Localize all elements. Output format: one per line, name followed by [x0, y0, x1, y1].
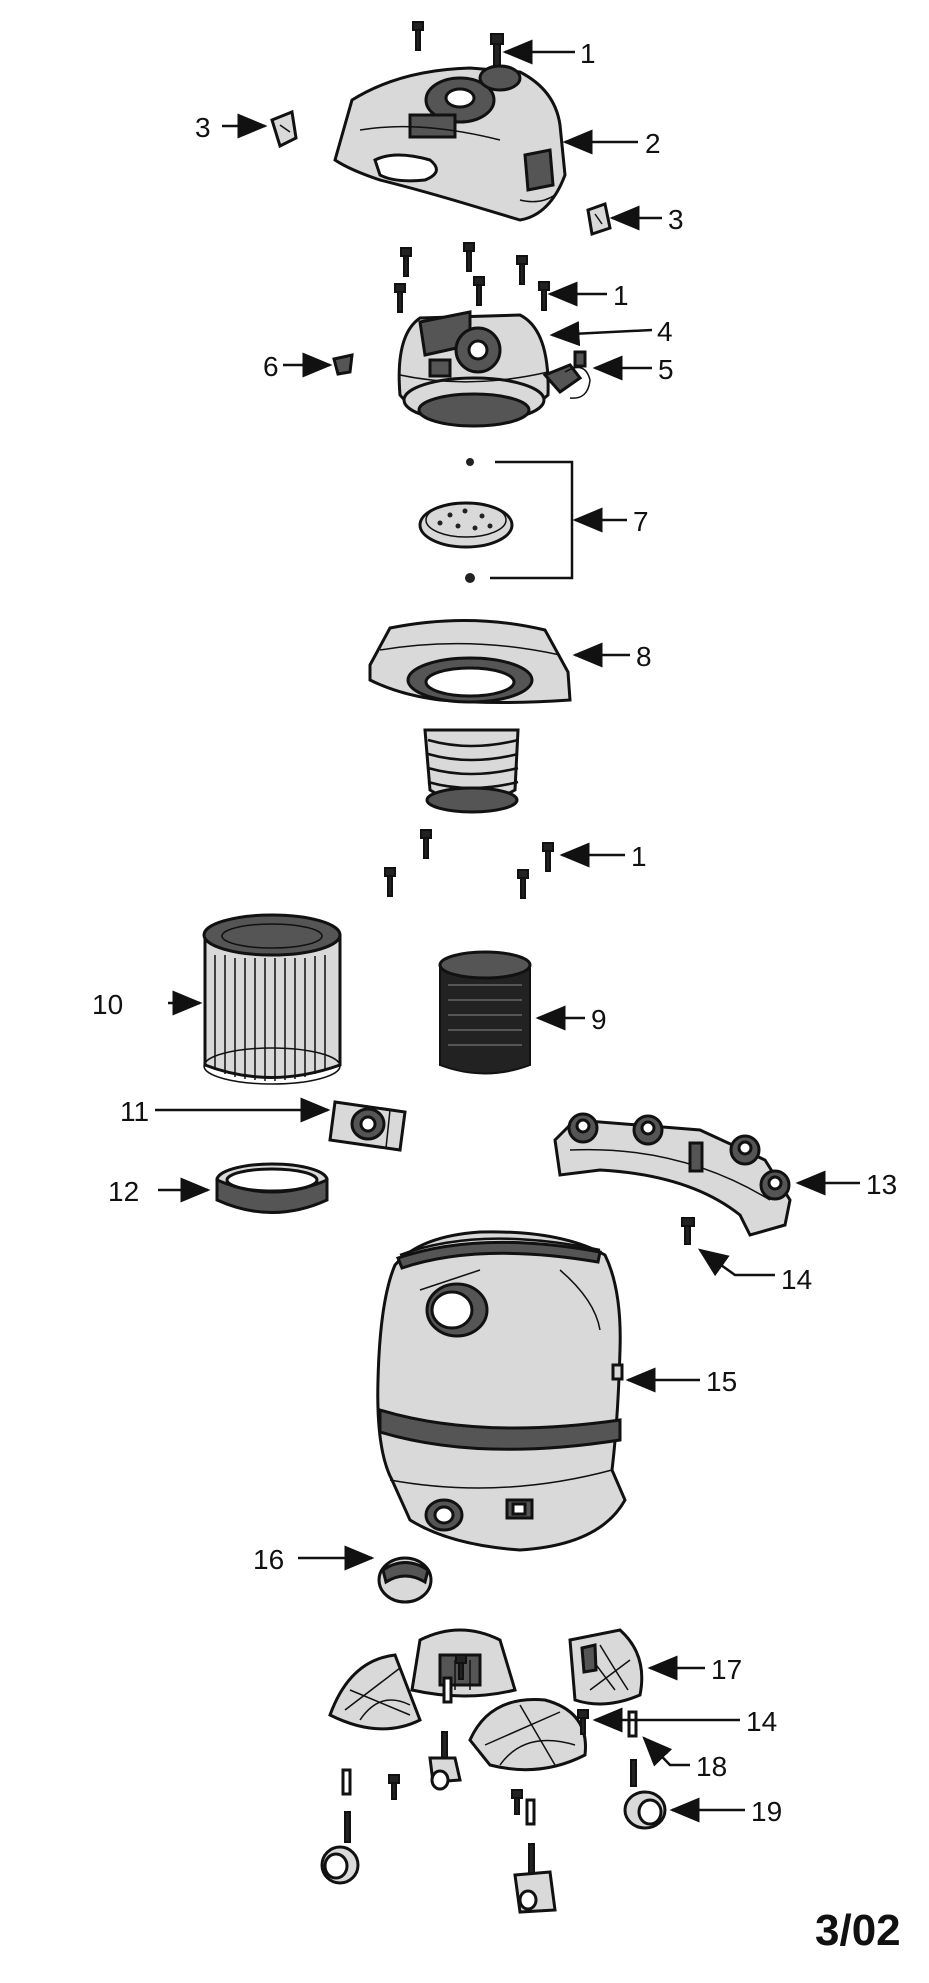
label-6: 6: [263, 351, 279, 382]
label-10: 10: [92, 989, 123, 1020]
callout-labels: 1 2 3 3 1 4 5 6 7 8 1 9 10 11 12 13 14 1…: [92, 38, 901, 1955]
large-cartridge-filter: [202, 913, 342, 1085]
date-code: 3/02: [815, 1906, 901, 1955]
label-1-cage: 1: [631, 841, 647, 872]
caster-foot-front: [468, 1698, 587, 1772]
label-19: 19: [751, 1796, 782, 1827]
label-16: 16: [253, 1544, 284, 1575]
label-13: 13: [866, 1169, 897, 1200]
label-4: 4: [657, 316, 673, 347]
float-assembly: [418, 458, 574, 583]
label-14-rack: 14: [781, 1264, 812, 1295]
pins: [341, 1676, 638, 1826]
label-9: 9: [591, 1004, 607, 1035]
label-17: 17: [711, 1654, 742, 1685]
caster-left: [320, 1811, 360, 1885]
caster-foot-left: [328, 1653, 422, 1731]
knob: [332, 353, 354, 376]
caster-left-back: [428, 1731, 462, 1791]
tank: [376, 1230, 627, 1552]
rack-screw: [681, 1217, 695, 1245]
hose-adapter: [328, 1100, 407, 1152]
label-12: 12: [108, 1176, 139, 1207]
motor-cover: [333, 64, 567, 222]
motor-assembly: [397, 310, 550, 428]
label-11: 11: [120, 1096, 149, 1127]
label-15: 15: [706, 1366, 737, 1397]
clip-left: [270, 109, 298, 149]
label-2: 2: [645, 128, 661, 159]
screw-top-left: [412, 21, 424, 51]
caster-right: [623, 1759, 667, 1830]
caster-foot-right: [568, 1628, 644, 1706]
leader-lines: [155, 39, 860, 1823]
drain-cap: [377, 1556, 433, 1604]
label-18: 18: [696, 1751, 727, 1782]
label-3-right: 3: [668, 204, 684, 235]
label-5: 5: [658, 354, 674, 385]
cage-screws: [384, 829, 554, 899]
label-7: 7: [633, 506, 649, 537]
foot-screws: [388, 1654, 589, 1815]
label-1-top: 1: [580, 38, 596, 69]
screw-top-right: [490, 33, 504, 67]
retaining-ring: [215, 1162, 329, 1214]
motor-screws: [394, 242, 550, 313]
label-3-left: 3: [195, 112, 211, 143]
label-1-motor: 1: [613, 280, 629, 311]
tool-rack: [553, 1112, 792, 1237]
switch: [542, 350, 591, 399]
label-8: 8: [636, 641, 652, 672]
small-foam-filter: [438, 950, 532, 1075]
caster-front: [513, 1843, 557, 1914]
filter-cage: [368, 618, 572, 814]
clip-right: [586, 202, 612, 236]
label-14-foot: 14: [746, 1706, 777, 1737]
